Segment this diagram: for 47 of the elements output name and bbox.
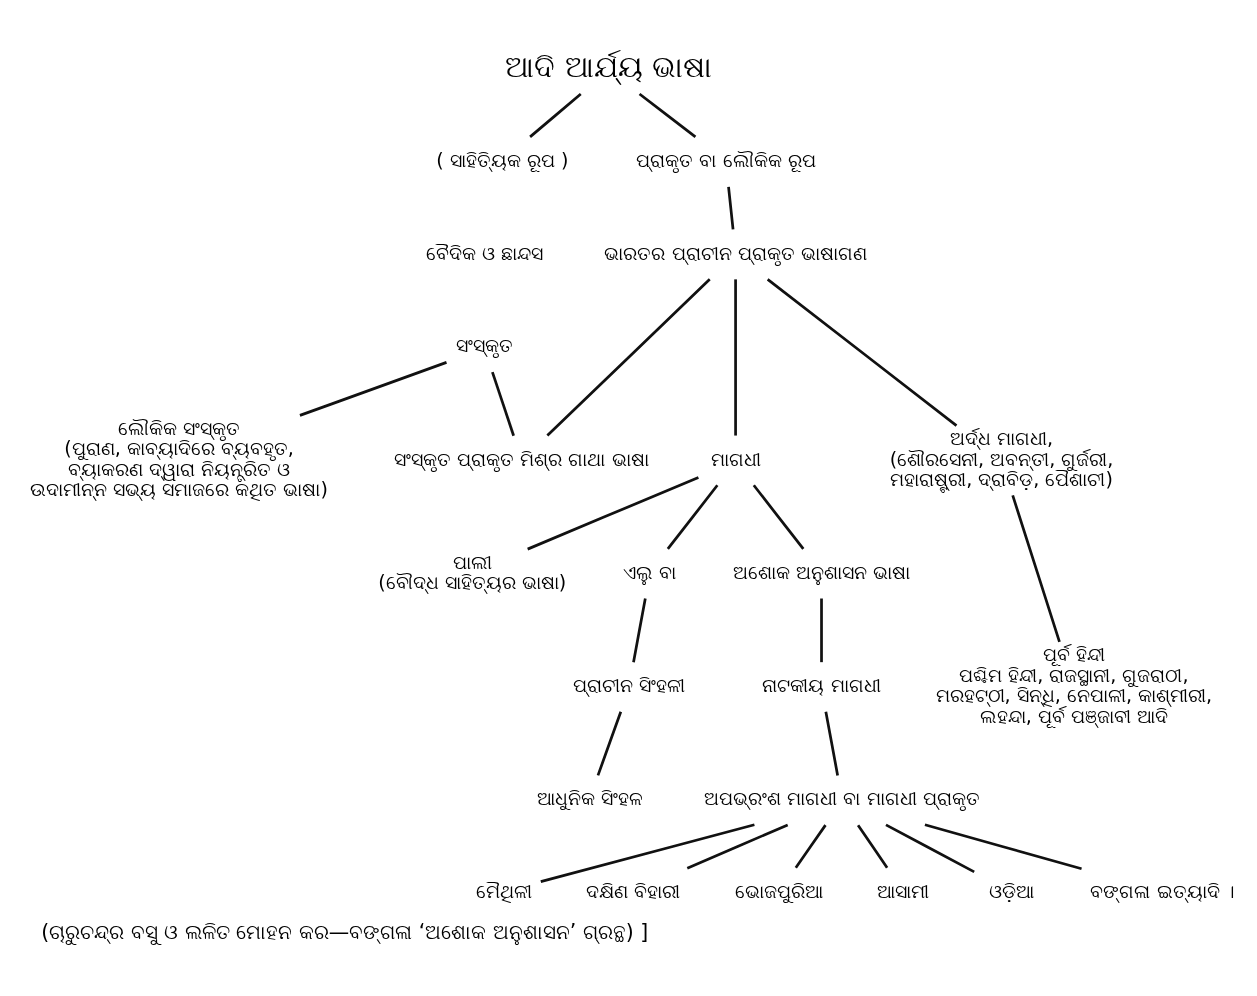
node-text: ସଂସ୍କୃତ ପ୍ରାକୃତ ମିଶ୍ର ଗାଥା ଭାଷା: [394, 447, 649, 471]
node-text: ମାଗଧୀ: [710, 447, 761, 471]
node-text: ବଙ୍ଗଳା ଇତ୍ୟାଦି ।: [1090, 879, 1235, 903]
node-text: ଲୌକିକ ସଂସ୍କୃତ (ପୁରାଣ, କାବ୍ୟାଦିରେ ବ୍ୟବହୃତ, ବ୍ୟାକରଣ ଦ୍ୱାରା ନିୟନ୍ତ୍ରିତ ଓ ଉଦାମୀନ୍ନ ସଭ୍ୟ ସମାଜରେ କଥିତ ଭାଷା): [30, 416, 328, 502]
connector: [824, 711, 839, 776]
connector: [546, 278, 711, 437]
connector: [1011, 494, 1061, 643]
connector: [727, 186, 735, 230]
connector: [820, 598, 823, 663]
node-text: ଅପଭ୍ରଂଶ ମାଗଧୀ ବା ମାଗଧୀ ପ୍ରାକୃତ: [704, 787, 980, 811]
connector: [299, 361, 447, 417]
node-text: ଭାରତର ପ୍ରାଚୀନ ପ୍ରାକୃତ ଭାଷାଗଣ: [604, 241, 867, 265]
connector: [529, 93, 582, 138]
node-text: ଆଦି ଆର୍ଯ୍ୟ ଭାଷା: [505, 48, 713, 84]
caption: (ଚାରୁଚନ୍ଦ୍ର ବସୁ ଓ ଲଳିତ ମୋହନ କର—ବଙ୍ଗଳା ‘ଅଶୋକ ଅନୁଶାସନ’ ଗ୍ରନ୍ଥ) ]: [41, 920, 649, 945]
connector: [766, 278, 958, 427]
connector: [540, 823, 755, 883]
node-text: ଓଡ଼ିଆ: [988, 879, 1034, 903]
node-text: ଆସାମୀ: [877, 879, 930, 903]
node-text: ପାଲୀ (ବୌଦ୍ଧ ସାହିତ୍ୟର ଭାଷା): [378, 550, 567, 594]
node-text: ଅର୍ଦ୍ଧ ମାଗଧୀ, (ଶୌରସେନୀ, ଅବନ୍ତୀ, ଗୁର୍ଜରୀ, ମହାରାଷ୍ଟ୍ରୀ, ଦ୍ରାବିଡ଼, ପୈଶାଚୀ): [889, 427, 1114, 491]
connector: [666, 484, 719, 550]
node-text: ପ୍ରାଚୀନ ସିଂହଳୀ: [573, 673, 686, 697]
node-text: ( ସାହିତ୍ୟିକ ରୂପ ): [436, 148, 569, 172]
connector: [752, 484, 805, 550]
connector: [632, 598, 647, 663]
node-text: ଆଧୁନିକ ସିଂହଳ: [536, 787, 643, 811]
connector: [638, 92, 697, 138]
node-text: ସଂସ୍କୃତ: [456, 334, 514, 358]
connector: [527, 476, 699, 551]
connector: [686, 823, 789, 870]
connector: [924, 823, 1082, 871]
node-text: ଅଶୋକ ଅନୁଶାସନ ଭାଷା: [732, 560, 911, 584]
node-text: ଦକ୍ଷିଣ ବିହାରୀ: [586, 879, 681, 903]
connector: [856, 824, 889, 869]
node-text: ପ୍ରାକୃତ ବା ଲୌକିକ ରୂପ: [636, 148, 816, 172]
node-text: ଭୋଜପୁରିଆ: [735, 879, 824, 903]
connector: [596, 711, 623, 776]
connector: [734, 279, 737, 436]
node-text: ନାଟକୀୟ ମାଗଧୀ: [762, 673, 881, 697]
connector: [491, 371, 515, 437]
connector: [885, 823, 975, 874]
node-text: ଏଲୁ ବା: [623, 560, 677, 584]
node-text: ପୂର୍ବ ହିନ୍ଦୀ ପଶ୍ଚିମ ହିନ୍ଦୀ, ରାଜସ୍ଥାନୀ, ଗୁଜରାଠୀ, ମରହଟ୍ଠୀ, ସିନ୍ଧି, ନେପାଳୀ, କାଶ୍ମୀରୀ, ଲହନ୍ଦା, ପୂର୍ବ ପଞ୍ଜାବୀ ଆଦି: [935, 643, 1213, 728]
node-text: ବୈଦିକ ଓ ଛାନ୍ଦସ: [426, 241, 544, 265]
node-text: ମୈଥିଳୀ: [475, 879, 532, 903]
connector: [794, 824, 827, 869]
